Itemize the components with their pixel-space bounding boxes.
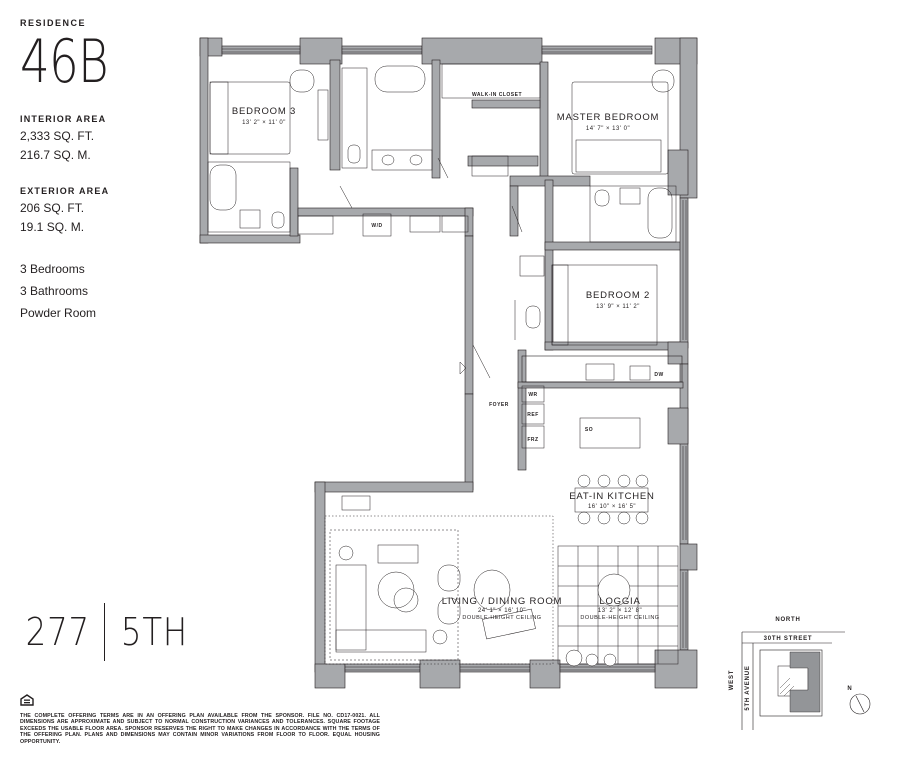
key-plan-hatch	[779, 677, 795, 697]
furniture	[207, 63, 679, 667]
living-dims: 24' 1" × 16' 10"	[478, 608, 526, 614]
kitchen-dims: 16' 10" × 16' 5"	[588, 504, 636, 510]
loggia-dims: 13' 2" × 12' 8"	[598, 608, 642, 614]
wd-label: W/D	[371, 223, 382, 229]
interior-area-sqft: 2,333 SQ. FT.	[20, 129, 95, 143]
key-plan-west: WEST	[729, 670, 735, 691]
feature-bathrooms: 3 Bathrooms	[20, 284, 89, 298]
exterior-area-sqft: 206 SQ. FT.	[20, 201, 85, 215]
bedroom2-dims: 13' 9" × 11' 2"	[596, 304, 640, 310]
interior-area-heading: INTERIOR AREA	[20, 114, 107, 124]
master-bedroom-label: MASTER BEDROOM	[557, 112, 660, 123]
so-label: SO	[585, 427, 593, 433]
bedroom3-label: BEDROOM 3	[232, 106, 296, 117]
key-plan-building	[759, 649, 823, 717]
compass-icon	[849, 693, 871, 715]
brand-street: 5TH	[120, 610, 189, 654]
brand-divider	[103, 603, 106, 661]
frz-label: FRZ	[527, 437, 538, 443]
features-list: 3 Bedrooms 3 Bathrooms Powder Room	[20, 262, 190, 320]
windows	[222, 48, 687, 671]
living-note: DOUBLE-HEIGHT CEILING	[462, 615, 541, 621]
legal-disclaimer: THE COMPLETE OFFERING TERMS ARE IN AN OF…	[20, 713, 380, 745]
exterior-area-sqm: 19.1 SQ. M.	[20, 220, 85, 234]
key-plan-avenue: 5TH AVENUE	[745, 665, 751, 710]
feature-powder-room: Powder Room	[20, 306, 97, 320]
equal-housing-icon	[20, 694, 34, 706]
brand-logo: 277 5TH	[20, 602, 194, 662]
wr-label: WR	[528, 392, 537, 398]
living-label: LIVING / DINING ROOM	[442, 596, 563, 607]
residence-label: RESIDENCE	[20, 18, 87, 28]
loggia-note: DOUBLE-HEIGHT CEILING	[580, 615, 659, 621]
bedroom2-label: BEDROOM 2	[586, 290, 650, 301]
brand-number: 277	[25, 610, 90, 654]
walls	[199, 37, 698, 689]
compass-north-label: N	[847, 686, 852, 692]
residence-number: 46B	[20, 27, 109, 97]
foyer-label: FOYER	[489, 402, 509, 408]
bedroom3-dims: 13' 2" × 11' 0"	[242, 120, 286, 126]
walk-in-closet-label: WALK-IN CLOSET	[472, 92, 522, 98]
master-bedroom-dims: 14' 7" × 13' 0"	[586, 126, 630, 132]
loggia-label: LOGGIA	[599, 596, 640, 607]
dw-label: DW	[654, 372, 663, 378]
ref-label: REF	[527, 412, 539, 418]
key-plan-street: 30TH STREET	[764, 636, 813, 642]
interior-area-sqm: 216.7 SQ. M.	[20, 148, 91, 162]
residence-info: RESIDENCE 46B INTERIOR AREA 2,333 SQ. FT…	[20, 18, 190, 320]
key-plan: NORTH 30TH STREET WEST 5TH AVENUE N	[729, 617, 871, 730]
feature-bedrooms: 3 Bedrooms	[20, 262, 85, 276]
kitchen-label: EAT-IN KITCHEN	[569, 491, 654, 502]
key-plan-north: NORTH	[775, 617, 800, 623]
exterior-area-heading: EXTERIOR AREA	[20, 186, 110, 196]
